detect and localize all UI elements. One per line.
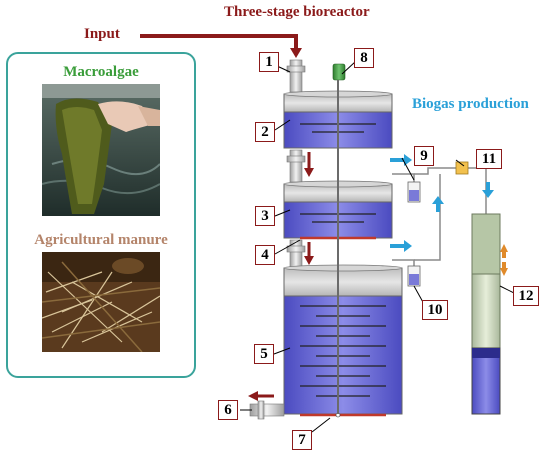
bioreactor-title: Three-stage bioreactor xyxy=(224,4,370,20)
input-arrow-head xyxy=(290,48,302,58)
biogas-production-label: Biogas production xyxy=(412,96,529,112)
label-4: 4 xyxy=(255,245,275,265)
label-5: 5 xyxy=(254,344,274,364)
label-9: 9 xyxy=(414,146,434,166)
label-6: 6 xyxy=(218,400,238,420)
valve-11 xyxy=(455,161,469,175)
label-11: 11 xyxy=(476,149,502,169)
manure-photo xyxy=(42,252,160,352)
agricultural-manure-label: Agricultural manure xyxy=(34,232,168,248)
input-label: Input xyxy=(84,26,120,42)
label-1: 1 xyxy=(259,52,279,72)
macroalgae-label: Macroalgae xyxy=(63,64,139,80)
label-2: 2 xyxy=(255,122,275,142)
inlet-pipe xyxy=(289,59,303,93)
label-3: 3 xyxy=(255,206,275,226)
label-8: 8 xyxy=(354,48,374,68)
outlet-pipe xyxy=(249,403,285,417)
label-10: 10 xyxy=(422,300,448,320)
input-feed-line xyxy=(140,34,298,50)
macroalgae-photo xyxy=(42,84,160,216)
label-7: 7 xyxy=(292,430,312,450)
label-12: 12 xyxy=(513,286,539,306)
stirrer-motor xyxy=(332,63,346,81)
feedstock-panel: Macroalgae Agricultural manure xyxy=(6,52,196,378)
